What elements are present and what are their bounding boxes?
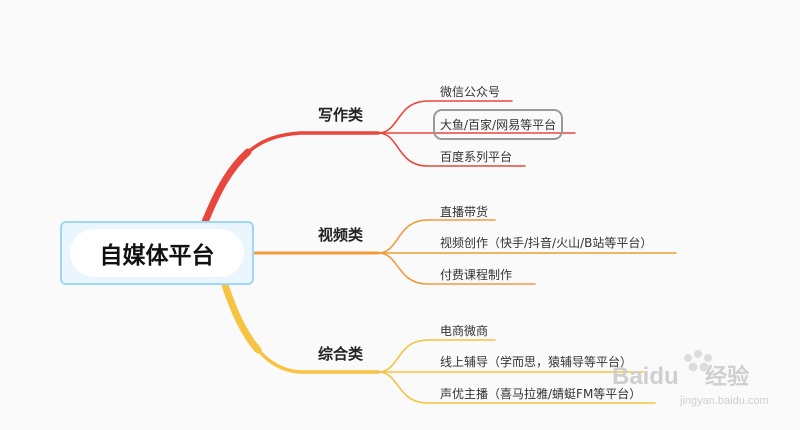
- branch-connector: [201, 148, 252, 226]
- leaf-node[interactable]: 直播带货: [440, 205, 489, 219]
- root-node[interactable]: 自媒体平台: [60, 221, 254, 285]
- leaf-lines: [377, 100, 677, 404]
- branch-label-general[interactable]: 综合类: [318, 345, 364, 363]
- branch-connector: [221, 281, 262, 354]
- leaf-connector: [377, 100, 513, 134]
- leaf-connector: [377, 252, 536, 285]
- root-node-label: 自媒体平台: [70, 229, 244, 277]
- leaf-connector: [377, 219, 496, 254]
- leaf-node[interactable]: 视频创作（快手/抖音/火山/B站等平台）: [440, 236, 653, 250]
- leaf-connector: [377, 132, 526, 167]
- leaf-connector: [377, 371, 656, 404]
- branch-label-writing[interactable]: 写作类: [318, 106, 364, 124]
- leaf-connector: [377, 339, 496, 373]
- leaf-node[interactable]: 微信公众号: [440, 85, 501, 99]
- leaf-node[interactable]: 声优主播（喜马拉雅/蜻蜓FM等平台）: [440, 387, 642, 401]
- leaf-node-selected[interactable]: 大鱼/百家/网易等平台: [432, 109, 564, 140]
- leaf-node[interactable]: 线上辅导（学而思，猿辅导等平台）: [440, 355, 633, 369]
- leaf-node[interactable]: 电商微商: [440, 324, 489, 338]
- leaf-node[interactable]: 百度系列平台: [440, 150, 513, 164]
- branch-label-video[interactable]: 视频类: [318, 226, 364, 244]
- branch-connector: [203, 131, 380, 224]
- branch-lines: [201, 131, 380, 374]
- leaf-node[interactable]: 付费课程制作: [440, 268, 513, 282]
